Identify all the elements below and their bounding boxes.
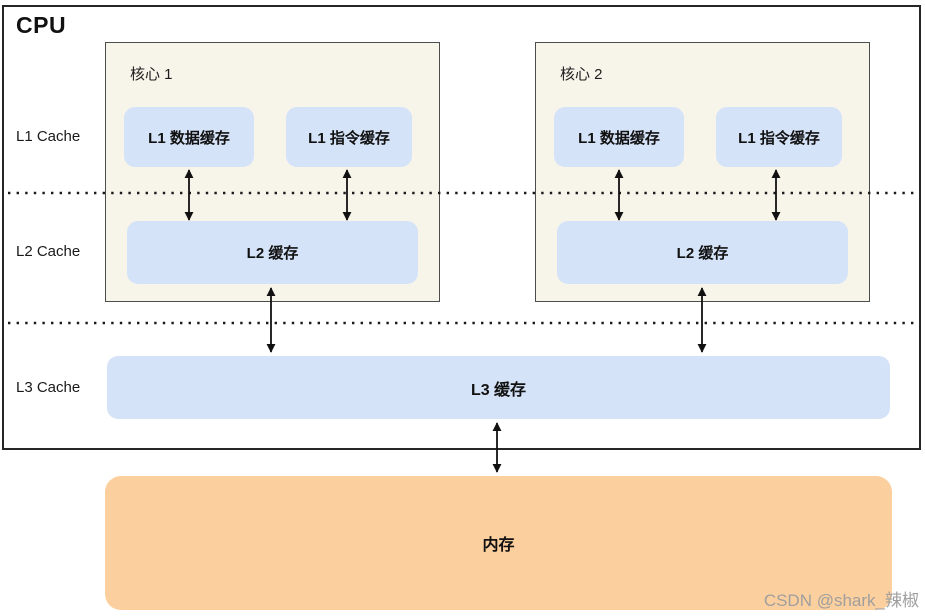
core-2-l2-cache: L2 缓存 <box>557 221 848 284</box>
cpu-title: CPU <box>16 12 67 38</box>
core-2-box: 核心 2 L1 数据缓存 L1 指令缓存 L2 缓存 <box>535 42 870 302</box>
watermark-text: CSDN @shark_辣椒 <box>763 591 919 610</box>
row-label-l3-cache: L3 Cache <box>16 379 81 396</box>
core-1-l1-instruction-cache: L1 指令缓存 <box>286 107 412 167</box>
core-1-l2-cache: L2 缓存 <box>127 221 418 284</box>
core-1-l1-data-cache: L1 数据缓存 <box>124 107 254 167</box>
core-2-l1-data-cache: L1 数据缓存 <box>554 107 684 167</box>
core-2-l1-instruction-cache: L1 指令缓存 <box>716 107 842 167</box>
core-1-box: 核心 1 L1 数据缓存 L1 指令缓存 L2 缓存 <box>105 42 440 302</box>
core-1-title: 核心 1 <box>130 66 173 83</box>
row-label-l2-cache: L2 Cache <box>16 243 81 260</box>
memory-box: 内存 <box>105 476 892 610</box>
row-label-l1-cache: L1 Cache <box>16 128 81 145</box>
core-2-title: 核心 2 <box>560 66 603 83</box>
l3-cache-box: L3 缓存 <box>107 356 890 419</box>
